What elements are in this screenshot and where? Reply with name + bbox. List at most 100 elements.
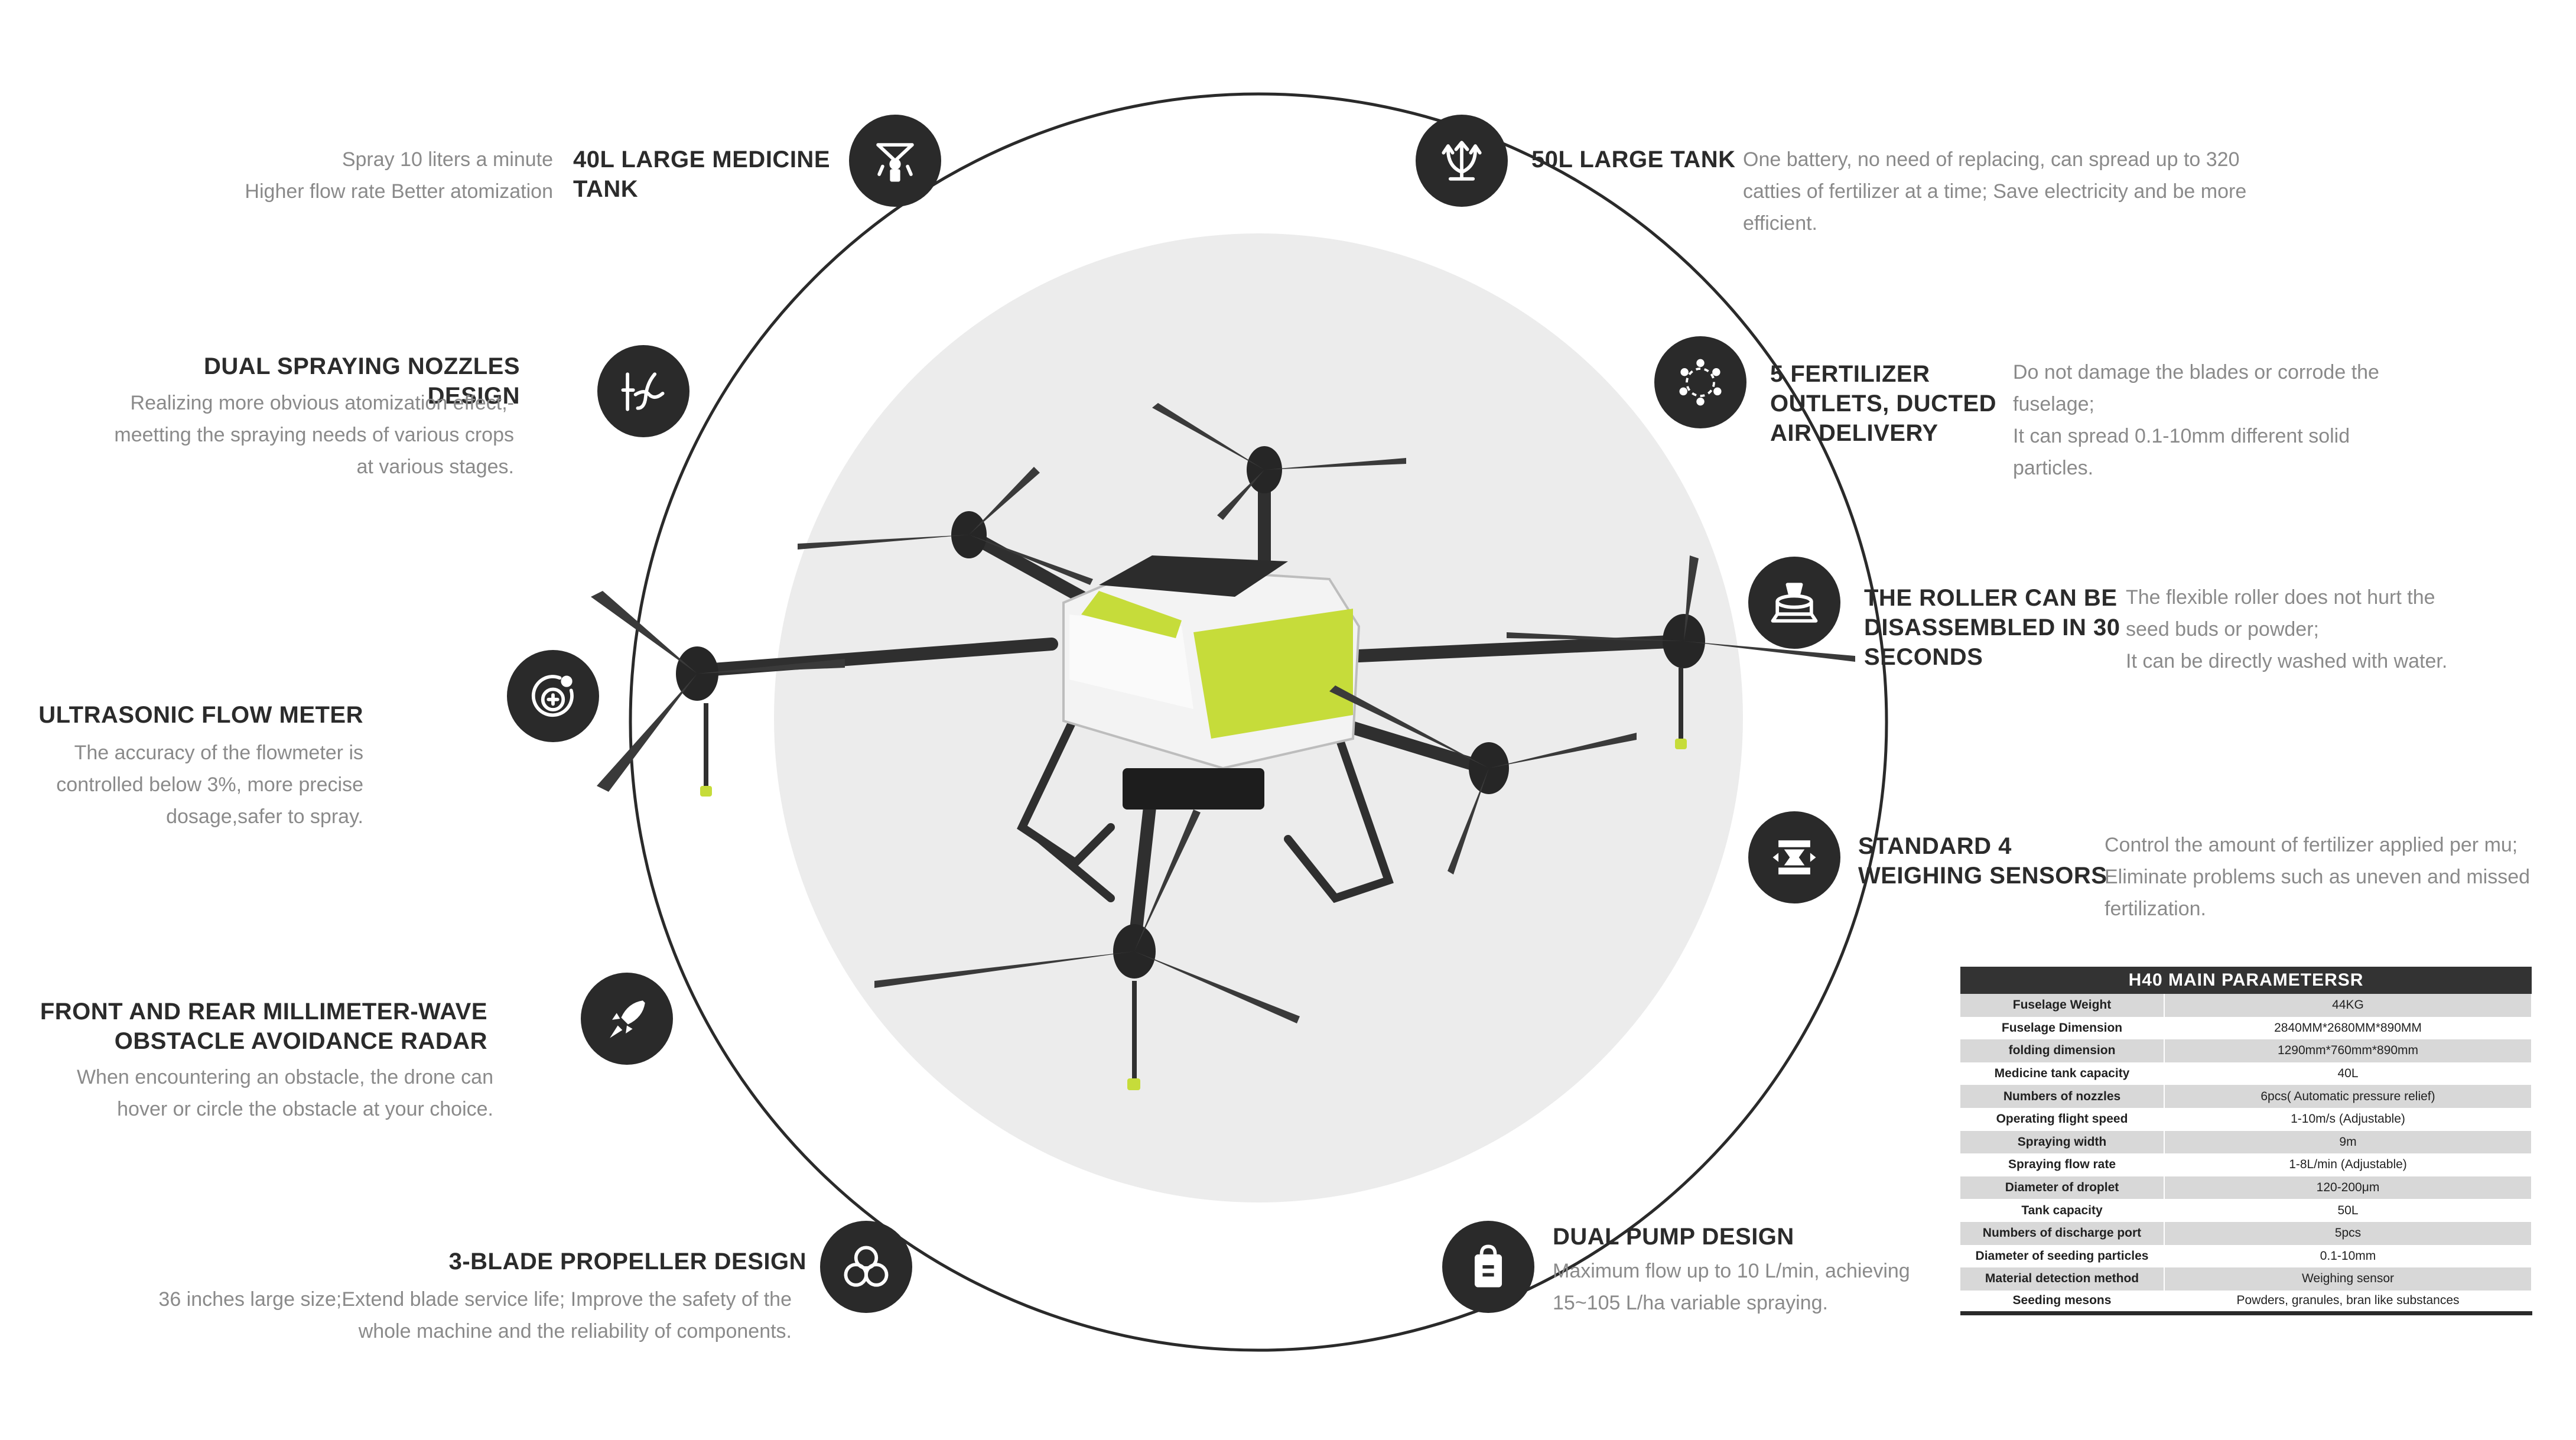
feature-desc-line: particles. [2013,457,2094,479]
param-value: 120-200μm [2164,1176,2532,1200]
feature-title-line: DUAL PUMP DESIGN [1553,1224,1794,1250]
feature-desc-line: Spray 10 liters a minute [341,148,553,171]
feature-title-line: DISASSEMBLED IN 30 [1864,615,2120,641]
param-value: 0.1-10mm [2164,1244,2532,1268]
feature-desc-line: Realizing more obvious atomization effec… [130,392,514,414]
param-value: 9m [2164,1130,2532,1154]
param-name: Operating flight speed [1960,1107,2165,1131]
param-name: Numbers of nozzles [1960,1085,2165,1108]
feature-title-line: STANDARD 4 [1858,833,2012,859]
spread-arrows-icon [1416,115,1508,207]
rocket-radar-icon [581,973,673,1065]
outlets-ring-icon [1654,336,1746,428]
param-name: Numbers of discharge port [1960,1221,2165,1245]
feature-desc-line: efficient. [1743,212,1818,235]
feature-desc-line: whole machine and the reliability of com… [358,1320,792,1343]
feature-desc-dual-spraying-nozzles: Realizing more obvious atomization effec… [59,387,514,483]
feature-desc-line: The flexible roller does not hurt the [2126,586,2435,609]
pump-icon [1442,1221,1534,1313]
feature-desc-fertilizer-outlets: Do not damage the blades or corrode the … [2013,356,2438,484]
feature-desc-dual-pump: Maximum flow up to 10 L/min, achieving 1… [1553,1255,1954,1319]
feature-desc-line: controlled below 3%, more precise [56,773,363,796]
feature-title-line: ULTRASONIC FLOW METER [38,702,363,728]
param-name: Diameter of droplet [1960,1176,2165,1200]
feature-desc-line: fertilization. [2105,898,2206,920]
feature-desc-line: meetting the spraying needs of various c… [114,424,514,446]
feature-desc-line: Control the amount of fertilizer applied… [2105,834,2518,856]
feature-title-line: THE ROLLER CAN BE [1864,585,2118,611]
feature-desc-roller: The flexible roller does not hurt the se… [2126,581,2539,677]
feature-title-line: OBSTACLE AVOIDANCE RADAR [114,1028,487,1054]
param-value: 2840MM*2680MM*890MM [2164,1016,2532,1040]
param-value: 6pcs( Automatic pressure relief) [2164,1085,2532,1108]
parameters-table-title: H40 MAIN PARAMETERSR [1960,967,2532,994]
feature-desc-three-blade-propeller: 36 inches large size;Extend blade servic… [59,1283,792,1347]
param-name: Fuselage Weight [1960,994,2165,1017]
param-name: Spraying width [1960,1130,2165,1154]
feature-title-50l-tank: 50L LARGE TANK [1531,145,1736,174]
feature-desc-line: Higher flow rate Better atomization [245,180,553,203]
param-value: 40L [2164,1062,2532,1085]
feature-desc-line: seed buds or powder; [2126,618,2319,641]
feature-desc-line: 15~105 L/ha variable spraying. [1553,1292,1828,1314]
feature-desc-40l-medicine-tank: Spray 10 liters a minute Higher flow rat… [177,144,553,207]
param-name: Tank capacity [1960,1199,2165,1222]
feature-title-line: DUAL SPRAYING NOZZLES DESIGN [203,353,520,409]
drone-image [591,403,1855,1090]
param-name: Fuselage Dimension [1960,1016,2165,1040]
param-value: 1-10m/s (Adjustable) [2164,1107,2532,1131]
feature-title-dual-spraying-nozzles: DUAL SPRAYING NOZZLES DESIGN [106,352,520,411]
feature-title-fertilizer-outlets: 5 FERTILIZER OUTLETS, DUCTED AIR DELIVER… [1770,359,1996,448]
feature-title-line: WEIGHING SENSORS [1858,863,2107,889]
feature-desc-line: hover or circle the obstacle at your cho… [117,1098,493,1120]
flow-meter-icon [507,650,599,742]
param-name: folding dimension [1960,1039,2165,1062]
feature-title-ultrasonic-flow-meter: ULTRASONIC FLOW METER [24,700,363,730]
feature-title-line: 50L LARGE TANK [1531,147,1736,173]
feature-title-line: 5 FERTILIZER [1770,361,1930,387]
param-value: 50L [2164,1199,2532,1222]
feature-desc-line: It can spread 0.1-10mm different solid [2013,425,2350,447]
roller-icon [1748,557,1840,649]
feature-desc-line: fuselage; [2013,393,2094,415]
feature-desc-line: Do not damage the blades or corrode the [2013,361,2379,383]
feature-desc-line: When encountering an obstacle, the drone… [76,1066,493,1088]
param-value: 1-8L/min (Adjustable) [2164,1153,2532,1176]
param-name: Medicine tank capacity [1960,1062,2165,1085]
feature-desc-line: catties of fertilizer at a time; Save el… [1743,180,2247,203]
feature-desc-line: 36 inches large size;Extend blade servic… [158,1288,792,1311]
feature-title-obstacle-avoidance-radar: FRONT AND REAR MILLIMETER-WAVE OBSTACLE … [35,997,487,1056]
feature-desc-50l-tank: One battery, no need of replacing, can s… [1743,144,2298,239]
feature-title-dual-pump: DUAL PUMP DESIGN [1553,1222,1794,1252]
feature-desc-line: dosage,safer to spray. [166,805,363,828]
feature-title-line: OUTLETS, DUCTED [1770,391,1997,417]
feature-title-40l-medicine-tank: 40L LARGE MEDICINE TANK [573,145,830,204]
feature-ring [629,92,1888,1352]
feature-desc-line: Eliminate problems such as uneven and mi… [2105,866,2531,888]
three-blade-icon [820,1221,912,1313]
param-value: Weighing sensor [2164,1267,2532,1291]
sprayer-nozzle-icon [849,115,941,207]
feature-desc-line: It can be directly washed with water. [2126,650,2448,672]
feature-title-line: 40L LARGE MEDICINE [573,147,830,173]
feature-title-line: AIR DELIVERY [1770,420,1938,446]
feature-title-line: 3-BLADE PROPELLER DESIGN [448,1249,806,1275]
feature-title-line: FRONT AND REAR MILLIMETER-WAVE [40,999,487,1025]
param-value: Powders, granules, bran like substances [2164,1290,2532,1314]
param-name: Material detection method [1960,1267,2165,1291]
param-name: Diameter of seeding particles [1960,1244,2165,1268]
param-name: Spraying flow rate [1960,1153,2165,1176]
feature-desc-line: The accuracy of the flowmeter is [74,742,363,764]
feature-title-roller: THE ROLLER CAN BE DISASSEMBLED IN 30 SEC… [1864,583,2120,672]
param-value: 5pcs [2164,1221,2532,1245]
param-name: Seeding mesons [1960,1290,2165,1314]
param-value: 1290mm*760mm*890mm [2164,1039,2532,1062]
feature-title-line: TANK [573,176,639,202]
feature-desc-line: at various stages. [356,456,514,478]
feature-title-weighing-sensors: STANDARD 4 WEIGHING SENSORS [1858,831,2107,890]
weighing-sensor-icon [1748,811,1840,903]
feature-title-three-blade-propeller: 3-BLADE PROPELLER DESIGN [414,1247,806,1276]
feature-desc-obstacle-avoidance-radar: When encountering an obstacle, the drone… [24,1061,493,1125]
